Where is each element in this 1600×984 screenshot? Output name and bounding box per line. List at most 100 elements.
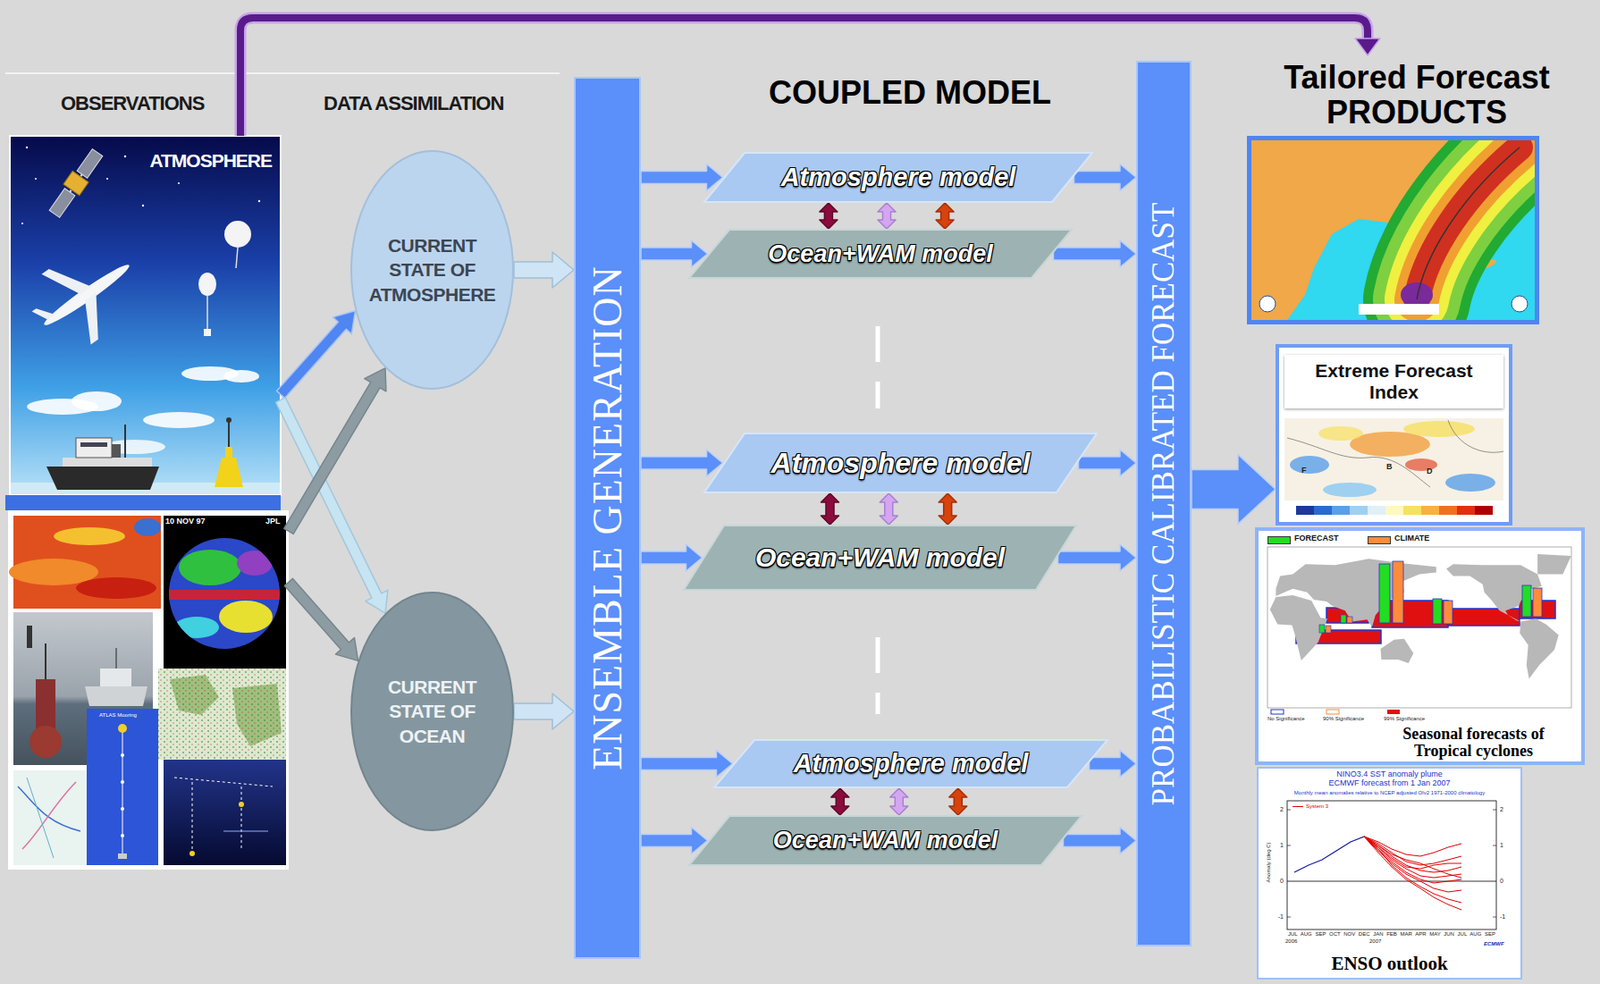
node-text: Extreme Forecast Index bbox=[1284, 354, 1504, 409]
label-text: COUPLED MODEL bbox=[749, 75, 1071, 111]
extreme-forecast-index-product: Extreme Forecast Index bbox=[1275, 344, 1513, 526]
state-arrow bbox=[513, 252, 574, 288]
shape bbox=[714, 740, 1108, 788]
ensemble-arrow bbox=[640, 164, 724, 192]
node-text: JPL bbox=[265, 516, 281, 526]
model-output-arrow bbox=[1063, 827, 1137, 855]
legend-text: FORECAST bbox=[1294, 534, 1339, 544]
atmosphere-model-box: Atmosphere model bbox=[704, 152, 1093, 203]
node-text: Ocean+WAM model bbox=[755, 544, 1005, 572]
ensemble-arrow bbox=[640, 750, 733, 778]
node-text: PROBABILISTIC CALIBRATED FORECAST bbox=[1145, 202, 1182, 806]
label-text: 0 bbox=[1499, 877, 1504, 885]
ensemble-arrow bbox=[640, 240, 708, 268]
node-text: 10 NOV 97 bbox=[165, 516, 206, 526]
enso-plume-chart bbox=[1256, 766, 1523, 980]
feedback-arrow bbox=[240, 17, 1381, 136]
label-text: 1 bbox=[1499, 842, 1504, 850]
atmosphere-model-box: Atmosphere model bbox=[704, 433, 1097, 493]
shape bbox=[704, 433, 1097, 493]
hurricane-track-map bbox=[1246, 135, 1540, 325]
label-text: 2006 bbox=[1285, 938, 1297, 945]
coupling-arrow bbox=[819, 202, 838, 229]
shape bbox=[683, 525, 1077, 590]
ensemble-arrow bbox=[640, 449, 724, 477]
blue-strip bbox=[5, 495, 281, 511]
label-text: Monthly mean anomalies relative to NCEP … bbox=[1256, 790, 1523, 797]
label-text: 2 bbox=[1499, 806, 1504, 814]
model-output-arrow bbox=[1078, 449, 1137, 477]
label-text: OBSERVATIONS bbox=[60, 92, 204, 115]
observation-arrow bbox=[277, 311, 356, 399]
ensemble-dashes bbox=[877, 326, 879, 715]
node-text: Seasonal forecasts of Tropical cyclones bbox=[1381, 725, 1566, 760]
label-text: -1 bbox=[1271, 913, 1284, 921]
products-column: Tailored Forecast PRODUCTS Extreme Foreca… bbox=[1246, 55, 1587, 984]
coupling-arrow bbox=[821, 493, 840, 525]
ocean-observation-picture bbox=[8, 510, 289, 870]
legend-swatch bbox=[1367, 536, 1391, 545]
shape bbox=[351, 151, 514, 389]
product-arrow bbox=[1191, 454, 1276, 524]
label-text: ECMWF forecast from 1 Jan 2007 bbox=[1256, 779, 1523, 789]
node-text: ATMOSPHERE bbox=[149, 150, 272, 172]
label-text: 90% Significance bbox=[1322, 715, 1365, 723]
shape bbox=[351, 592, 514, 831]
label-text: D bbox=[1426, 467, 1433, 477]
coupling-arrow bbox=[935, 202, 954, 229]
coupling-arrow bbox=[879, 493, 898, 525]
tropical-cyclone-map bbox=[1258, 530, 1582, 762]
model-output-arrow bbox=[1074, 164, 1137, 192]
atmosphere-state-circle: CURRENT STATE OF ATMOSPHERE bbox=[350, 150, 514, 390]
coupling-arrow bbox=[831, 788, 850, 816]
ocean-model-box: Ocean+WAM model bbox=[689, 816, 1082, 866]
label-text: 2007 bbox=[1369, 938, 1382, 945]
ocean-model-box: Ocean+WAM model bbox=[689, 229, 1072, 278]
observation-arrow bbox=[284, 368, 387, 535]
shape bbox=[689, 229, 1072, 278]
label-text: -1 bbox=[1499, 913, 1506, 921]
legend-swatch bbox=[1267, 536, 1291, 545]
arrow-outline bbox=[240, 17, 1368, 136]
atmosphere-model-box: Atmosphere model bbox=[714, 740, 1108, 788]
shape bbox=[689, 816, 1082, 866]
ensemble-generation-band: ENSEMBLE GENERATION bbox=[573, 76, 641, 960]
arrow-head bbox=[1355, 38, 1381, 56]
coupling-arrow bbox=[949, 788, 968, 816]
label-text: 1 bbox=[1271, 842, 1284, 850]
node-text: ENSO outlook bbox=[1258, 952, 1521, 976]
tropical-cyclone-product: Seasonal forecasts of Tropical cyclones bbox=[1254, 527, 1585, 766]
coupling-arrow bbox=[938, 493, 957, 525]
node-text: Ocean+WAM model bbox=[767, 242, 993, 267]
label-text: ECMWF bbox=[1483, 941, 1505, 948]
arrow-line bbox=[240, 17, 1368, 136]
node-text: Atmosphere model bbox=[781, 164, 1017, 191]
node-text: ENSEMBLE GENERATION bbox=[583, 265, 632, 771]
label-text: 0 bbox=[1271, 877, 1284, 885]
node-text: Tailored Forecast PRODUCTS bbox=[1246, 60, 1587, 131]
label-text: 2 bbox=[1271, 806, 1284, 814]
node-text: Ocean+WAM model bbox=[773, 828, 998, 853]
observation-arrow bbox=[285, 578, 359, 661]
coupling-arrow bbox=[890, 788, 909, 816]
legend-text: System 3 bbox=[1305, 803, 1329, 810]
model-output-arrow bbox=[1058, 544, 1137, 572]
extreme-forecast-index-map bbox=[1279, 347, 1509, 523]
enso-outlook-product: ENSO outlook bbox=[1256, 766, 1523, 980]
coupling-arrow bbox=[877, 202, 896, 229]
atmosphere-observations: ATMOSPHERE bbox=[9, 135, 281, 496]
label-text: 99% Significance bbox=[1383, 715, 1425, 723]
legend-text: CLIMATE bbox=[1394, 534, 1430, 544]
node-text: CURRENT STATE OF ATMOSPHERE bbox=[365, 233, 500, 307]
label-text: DATA ASSIMILATION bbox=[323, 92, 504, 115]
probabilistic-forecast-band: PROBABILISTIC CALIBRATED FORECAST bbox=[1136, 60, 1192, 947]
label-text: JUL AUG SEP OCT NOV DEC JAN FEB MAR APR … bbox=[1288, 931, 1496, 938]
ocean-observations: 10 NOV 97JPLATLAS Mooring bbox=[8, 510, 289, 870]
node-text: Atmosphere model bbox=[793, 750, 1029, 777]
header-rule bbox=[5, 73, 560, 75]
atmosphere-observation-picture bbox=[9, 135, 281, 496]
label-text: NINO3.4 SST anomaly plume bbox=[1256, 770, 1523, 780]
ensemble-arrow bbox=[640, 544, 703, 572]
ocean-model-box: Ocean+WAM model bbox=[683, 525, 1077, 590]
